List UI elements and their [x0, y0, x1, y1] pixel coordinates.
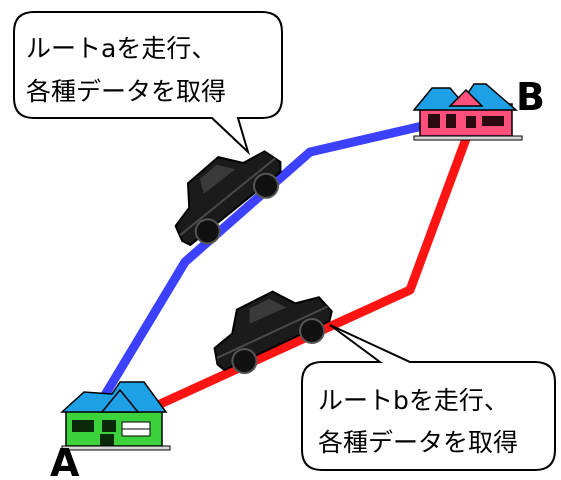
callout-route-b-line1: ルートbを走行、	[318, 386, 509, 415]
route-a-line	[101, 110, 472, 398]
callout-route-a: ルートaを走行、 各種データを取得	[13, 11, 283, 156]
house-icon	[412, 83, 523, 141]
callout-route-b-line2: 各種データを取得	[318, 428, 518, 457]
point-a-label: A	[50, 441, 80, 480]
car-icon	[174, 150, 282, 247]
point-b-label: B	[516, 75, 545, 119]
callout-route-a-line1: ルートaを走行、	[26, 34, 216, 63]
callout-route-a-line2: 各種データを取得	[26, 77, 226, 106]
callout-route-b: ルートbを走行、 各種データを取得	[301, 324, 556, 471]
house-icon	[60, 381, 171, 451]
car-icon	[213, 290, 333, 375]
